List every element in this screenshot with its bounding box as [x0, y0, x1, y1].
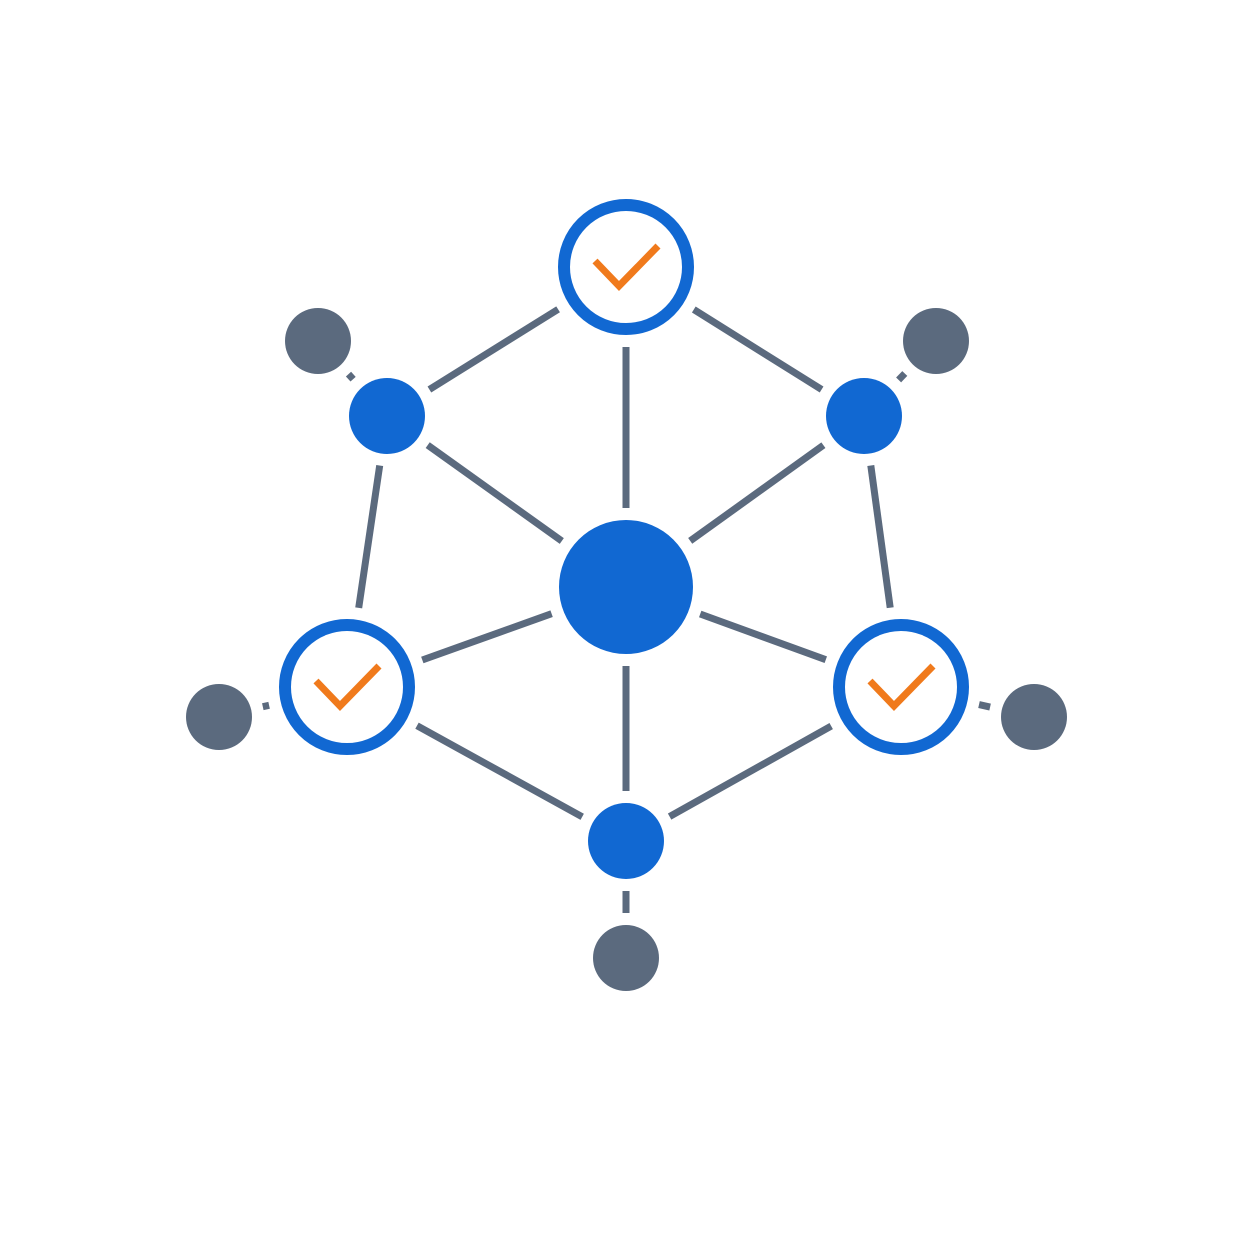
node-dot [588, 803, 664, 879]
edge-hub-upper-right [688, 442, 826, 544]
node-leaf-left [186, 684, 252, 750]
edge-lower-left-leaf-left [262, 701, 270, 711]
edge-lower-right-bottom [667, 723, 833, 820]
leaf-dot [186, 684, 252, 750]
node-top [558, 199, 694, 335]
check-icon [313, 663, 382, 712]
edge-hub-lower-left [421, 610, 553, 664]
nodes-layer [186, 199, 1067, 991]
node-leaf-right [1001, 684, 1067, 750]
node-lower-right [833, 619, 969, 755]
node-dot [826, 378, 902, 454]
verified-ring [558, 199, 694, 335]
node-upper-right [826, 378, 902, 454]
hub-dot [559, 520, 693, 654]
edge-hub-lower-right [699, 610, 827, 663]
check-icon [592, 243, 661, 292]
node-leaf-bottom [593, 925, 659, 991]
edge-lower-right-leaf-right [978, 701, 991, 711]
edge-lower-left-bottom [415, 722, 584, 820]
edge-top-upper-right [691, 306, 824, 393]
leaf-dot [285, 308, 351, 374]
leaf-dot [593, 925, 659, 991]
edge-upper-left-lower-left [355, 464, 384, 609]
node-lower-left [279, 619, 415, 755]
edge-upper-right-leaf-upper-right [896, 371, 908, 383]
edge-upper-left-leaf-upper-left [345, 371, 356, 382]
node-leaf-upper-left [285, 308, 351, 374]
node-leaf-upper-right [903, 308, 969, 374]
leaf-dot [903, 308, 969, 374]
verified-ring [279, 619, 415, 755]
node-dot [349, 378, 425, 454]
node-upper-left [349, 378, 425, 454]
check-icon [867, 663, 936, 712]
verified-ring [833, 619, 969, 755]
node-bottom [588, 803, 664, 879]
edge-upper-right-lower-right [867, 465, 894, 609]
leaf-dot [1001, 684, 1067, 750]
edge-top-upper-left [427, 306, 560, 393]
edge-hub-upper-left [425, 442, 564, 544]
edges-layer [262, 306, 991, 913]
node-hub [559, 520, 693, 654]
